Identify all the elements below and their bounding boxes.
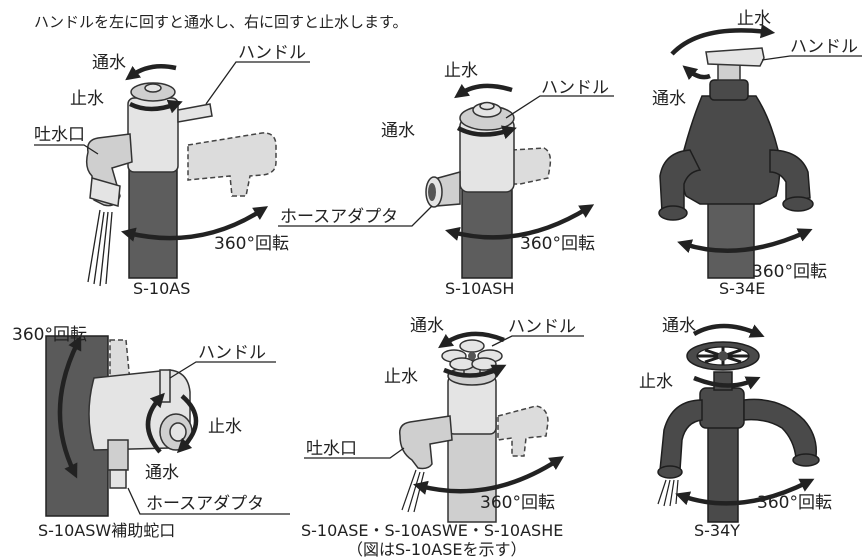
label-water-on: 通水	[662, 316, 696, 336]
label-rotation: 360°回転	[214, 234, 289, 254]
faucet-s10ash: 止水 通水 ハンドル ホースアダプタ 360°回転 S-10ASH	[278, 61, 614, 298]
adapter-rotated-outline	[511, 147, 552, 185]
t-handle	[705, 47, 765, 67]
water-off-arrow	[454, 83, 513, 99]
label-water-on: 通水	[410, 316, 444, 336]
caption-s10ash: S-10ASH	[445, 279, 514, 298]
standpipe	[707, 195, 755, 279]
label-water-off: 止水	[208, 417, 242, 437]
handle-lever	[177, 103, 213, 123]
label-hose-adapter: ホースアダプタ	[146, 494, 264, 514]
label-water-on: 通水	[92, 53, 126, 73]
label-rotation: 360°回転	[12, 325, 87, 345]
faucet-body	[681, 95, 781, 205]
water-stream	[657, 479, 679, 507]
valve-body	[699, 387, 745, 429]
label-water-on: 通水	[381, 121, 415, 141]
water-on-arrow	[692, 323, 765, 338]
water-on-arrow	[145, 392, 165, 454]
label-handle: ハンドル	[541, 78, 609, 98]
rotation-arrow	[675, 478, 815, 506]
caption-s10asw: S-10ASW補助蛇口	[38, 521, 175, 540]
caption-s34y: S-34Y	[694, 521, 740, 540]
intro-text: ハンドルを左に回すと通水し、右に回すと止水します。	[34, 13, 408, 31]
spout-rotated-outline	[497, 405, 549, 457]
label-rotation: 360°回転	[480, 493, 555, 513]
caption-s10ase-note: （図はS-10ASEを示す）	[347, 540, 527, 559]
rotation-arrow	[57, 335, 82, 479]
label-handle: ハンドル	[790, 37, 858, 57]
label-water-off: 止水	[444, 61, 478, 81]
faucet-s10as: 通水 止水 ハンドル 吐水口 360°回転 S-10AS	[34, 43, 310, 298]
hose-adapter	[107, 439, 129, 471]
faucet-s10asw: 360°回転 ハンドル 止水 通水 ホースアダプタ S-10ASW補助蛇口	[12, 325, 290, 540]
water-off-arrow	[128, 99, 183, 114]
wheel-handle	[686, 341, 760, 371]
spout-right	[743, 398, 817, 459]
flower-handle	[441, 339, 503, 371]
label-rotation: 360°回転	[752, 262, 827, 282]
water-off-arrow	[443, 364, 507, 378]
label-water-on: 通水	[145, 463, 179, 483]
valve-cap	[169, 422, 187, 442]
rotation-arrow	[677, 228, 813, 254]
water-stream	[401, 469, 425, 513]
rotation-arrow	[413, 456, 565, 495]
label-water-off: 止水	[737, 9, 771, 29]
spout-left	[659, 399, 703, 471]
faucet-s10ase: 通水 ハンドル 止水 吐水口 360°回転 S-10ASE・S-10ASWE・S…	[301, 316, 584, 559]
rotation-arrow	[445, 204, 595, 241]
spout-rotated-outline	[187, 132, 277, 197]
caption-s10as: S-10AS	[133, 279, 190, 298]
label-water-on: 通水	[652, 89, 686, 109]
water-on-arrow	[456, 125, 517, 140]
water-off-arrow	[693, 375, 761, 390]
caption-s34e: S-34E	[719, 279, 765, 298]
caption-s10ase: S-10ASE・S-10ASWE・S-10ASHE	[301, 521, 563, 540]
water-on-arrow	[125, 64, 177, 81]
water-on-arrow	[438, 331, 505, 349]
label-water-off: 止水	[384, 367, 418, 387]
label-water-off: 止水	[70, 89, 104, 109]
handle-lever	[159, 369, 171, 403]
spout	[398, 415, 453, 470]
label-rotation: 360°回転	[757, 493, 832, 513]
water-stream	[87, 209, 113, 287]
label-handle: ハンドル	[198, 343, 266, 363]
water-off-arrow	[670, 24, 776, 56]
faucet-s34e: 止水 ハンドル 通水 360°回転 S-34E	[652, 9, 862, 298]
water-off-arrow	[176, 394, 199, 454]
label-hose-adapter: ホースアダプタ	[280, 207, 398, 227]
label-handle: ハンドル	[238, 43, 306, 63]
label-spout: 吐水口	[34, 125, 85, 145]
label-spout: 吐水口	[306, 439, 357, 459]
label-handle: ハンドル	[508, 317, 576, 337]
water-on-arrow	[682, 65, 711, 81]
rotation-arrow	[120, 206, 269, 242]
faucet-s34y: 通水 止水 360°回転 S-34Y	[639, 316, 832, 540]
label-rotation: 360°回転	[520, 234, 595, 254]
label-water-off: 止水	[639, 372, 673, 392]
